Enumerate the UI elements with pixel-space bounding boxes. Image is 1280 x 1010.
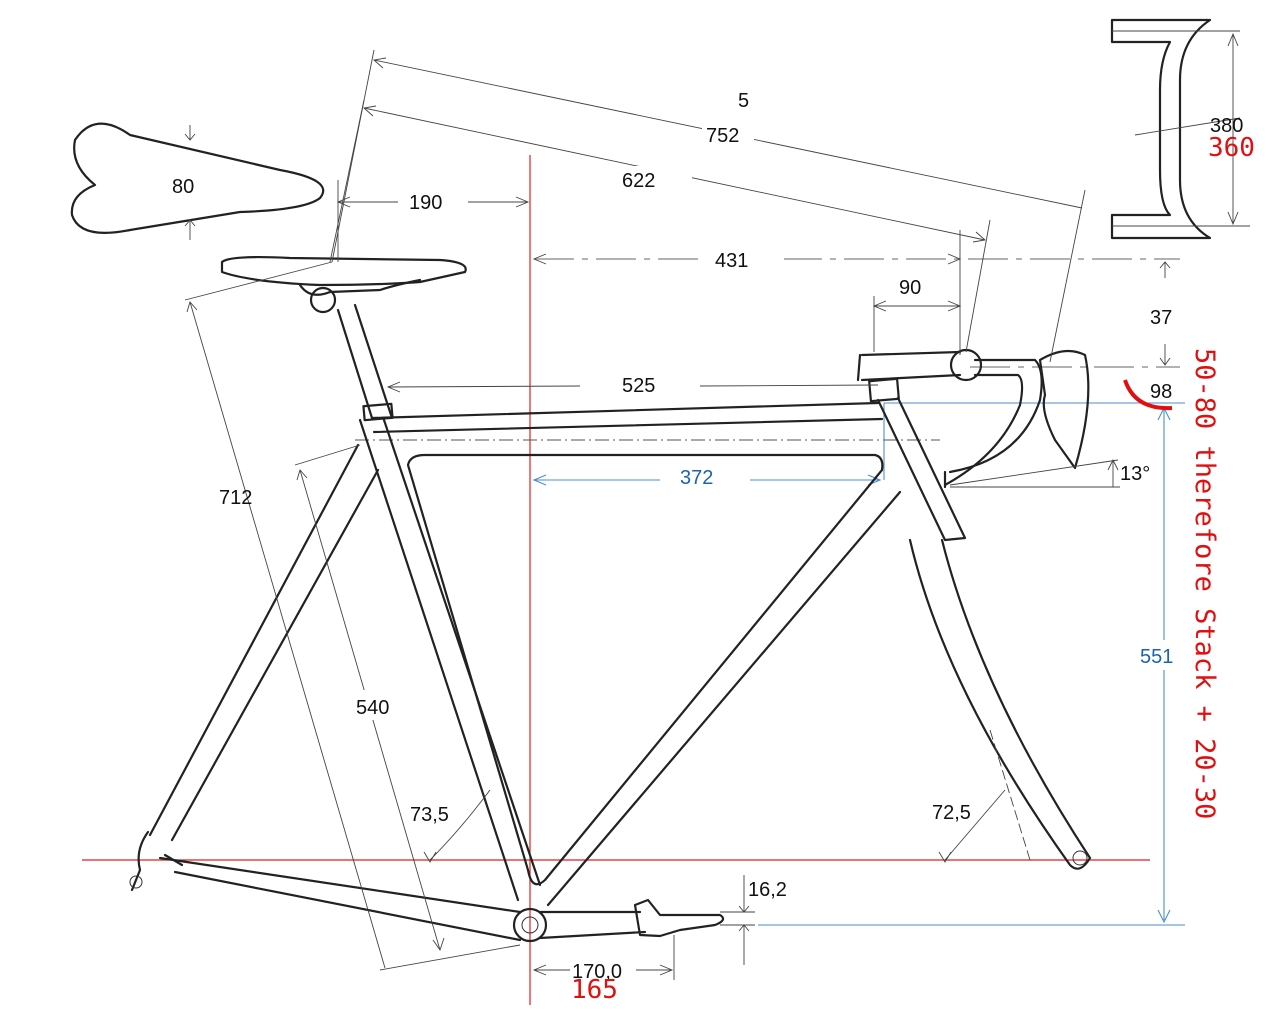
pedal [633, 898, 725, 938]
label-360-red: 360 [1208, 133, 1255, 163]
handlebar-drop [943, 358, 1043, 487]
label-380: 380 [1210, 115, 1243, 137]
rear-dropout [130, 830, 184, 892]
label-72-5: 72,5 [932, 802, 971, 824]
seat-stay [148, 443, 380, 842]
label-16-2: 16,2 [748, 879, 787, 901]
label-13deg: 13° [1120, 463, 1150, 485]
down-tube [546, 490, 902, 907]
label-752: 752 [706, 125, 739, 147]
label-98: 98 [1150, 381, 1172, 403]
seatpost [336, 303, 394, 420]
label-525: 525 [622, 375, 655, 397]
label-372: 372 [680, 467, 713, 489]
label-190: 190 [409, 192, 442, 214]
handlebar-top-view [1110, 18, 1212, 240]
brake-lever [1038, 349, 1090, 470]
main-triangle [406, 453, 884, 886]
label-431: 431 [715, 250, 748, 272]
label-622: 622 [622, 170, 655, 192]
label-5: 5 [738, 90, 749, 112]
saddle-top-view [70, 122, 325, 234]
label-712: 712 [219, 487, 252, 509]
label-37: 37 [1150, 307, 1172, 329]
bottom-bracket [512, 907, 548, 943]
label-551: 551 [1140, 646, 1173, 668]
stem [856, 350, 962, 382]
label-170-0: 170,0 [572, 961, 622, 983]
stem-note-red: 50-80 therefore Stack + 20-30 [1189, 348, 1220, 819]
label-90: 90 [899, 277, 921, 299]
chain-stay [158, 856, 522, 942]
head-tube [876, 396, 967, 542]
crank-arm [538, 910, 647, 940]
saddle [220, 256, 467, 287]
label-80: 80 [172, 176, 194, 198]
label-73-5: 73,5 [410, 804, 449, 826]
label-540: 540 [356, 697, 389, 719]
fork [908, 538, 1092, 870]
label-165-red: 165 [571, 975, 618, 1005]
red-curve-mark [1123, 379, 1173, 411]
top-tube [370, 401, 884, 434]
seat-tube [358, 418, 542, 902]
